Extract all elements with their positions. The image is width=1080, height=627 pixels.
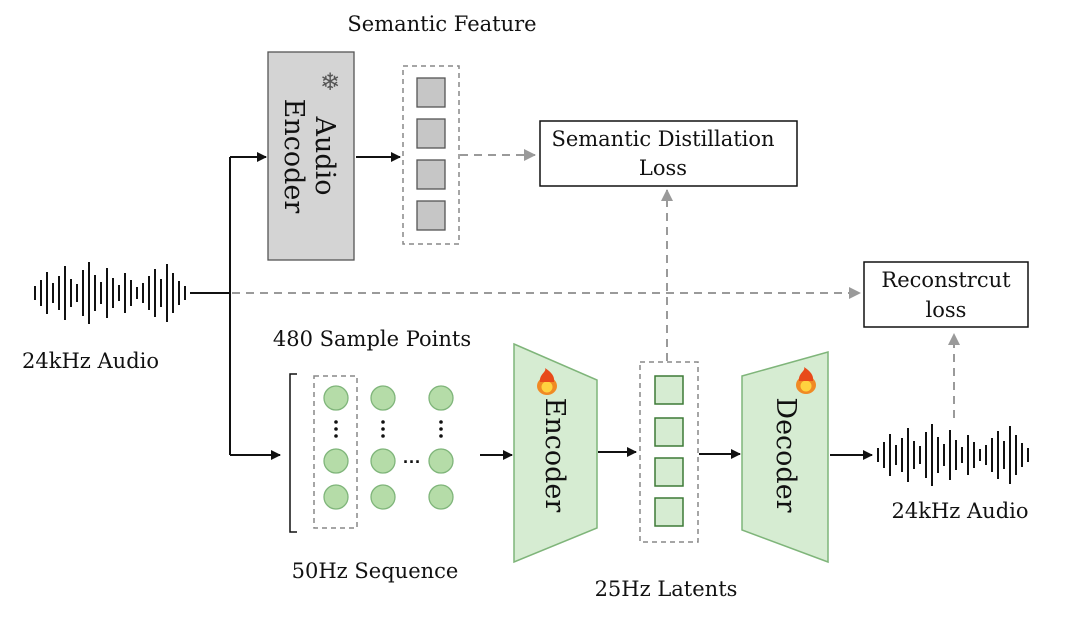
sample-circle	[370, 385, 396, 411]
latent-square	[654, 375, 684, 405]
input-audio-label: 24kHz Audio	[22, 349, 159, 373]
encoder-label: Encoder	[539, 398, 570, 513]
sample-circle	[323, 448, 349, 474]
feature-square	[416, 118, 446, 149]
sample-circle	[428, 448, 454, 474]
decoder-label: Decoder	[770, 397, 801, 512]
encoder-block	[513, 342, 598, 564]
sample-frame-container	[313, 375, 358, 529]
svg-text:Audio: Audio	[309, 115, 340, 195]
horizontal-ellipsis: ···	[403, 452, 421, 472]
output-waveform	[877, 424, 1029, 486]
fire-icon	[796, 367, 816, 394]
latents-label: 25Hz Latents	[595, 577, 738, 601]
feature-square	[416, 200, 446, 231]
vertical-ellipsis-dot	[334, 420, 338, 424]
latent-squares	[654, 375, 684, 527]
semantic-loss-label-line2: Loss	[639, 156, 687, 180]
input-waveform	[34, 262, 186, 324]
vertical-ellipsis-dot	[439, 427, 443, 431]
sample-circle	[370, 484, 396, 510]
reconstruct-loss-box	[863, 261, 1029, 328]
feature-square	[416, 77, 446, 108]
semantic-feature-label: Semantic Feature	[347, 12, 536, 36]
latent-square	[654, 417, 684, 447]
semantic-distillation-loss-box	[539, 120, 798, 187]
vertical-ellipsis-dot	[334, 427, 338, 431]
sequence-circles	[323, 385, 454, 510]
svg-text:Encoder: Encoder	[539, 398, 570, 513]
semantic-loss-label-line1: Semantic Distillation	[551, 127, 774, 151]
output-audio-label: 24kHz Audio	[892, 499, 1029, 523]
vertical-ellipsis-dot	[334, 434, 338, 438]
semantic-feature-container	[402, 65, 460, 245]
sample-circle	[428, 484, 454, 510]
vertical-ellipsis-dot	[381, 427, 385, 431]
fire-icon	[537, 368, 557, 395]
sequence-bracket	[289, 373, 297, 533]
vertical-ellipsis-dot	[439, 420, 443, 424]
latents-container	[639, 361, 699, 543]
semantic-feature-squares	[416, 77, 446, 231]
sample-circle	[428, 385, 454, 411]
sample-points-label: 480 Sample Points	[273, 327, 471, 351]
svg-text:Encoder: Encoder	[278, 99, 309, 214]
latent-square	[654, 497, 684, 527]
vertical-ellipsis-dot	[381, 434, 385, 438]
vertical-ellipsis-dot	[439, 434, 443, 438]
snowflake-icon: ❄	[320, 68, 340, 96]
vertical-ellipsis-dot	[381, 420, 385, 424]
reconstruct-loss-label-line1: Reconstrcut	[881, 268, 1011, 292]
svg-text:Decoder: Decoder	[770, 397, 801, 512]
audio-encoder-block	[267, 51, 355, 261]
sample-circle	[323, 484, 349, 510]
decoder-block	[741, 351, 829, 564]
audio-encoder-label: Audio Encoder	[278, 99, 340, 214]
sample-circle	[370, 448, 396, 474]
sample-circle	[323, 385, 349, 411]
sequence-label: 50Hz Sequence	[292, 559, 459, 583]
feature-square	[416, 159, 446, 190]
latent-square	[654, 457, 684, 487]
reconstruct-loss-label-line2: loss	[926, 298, 967, 322]
